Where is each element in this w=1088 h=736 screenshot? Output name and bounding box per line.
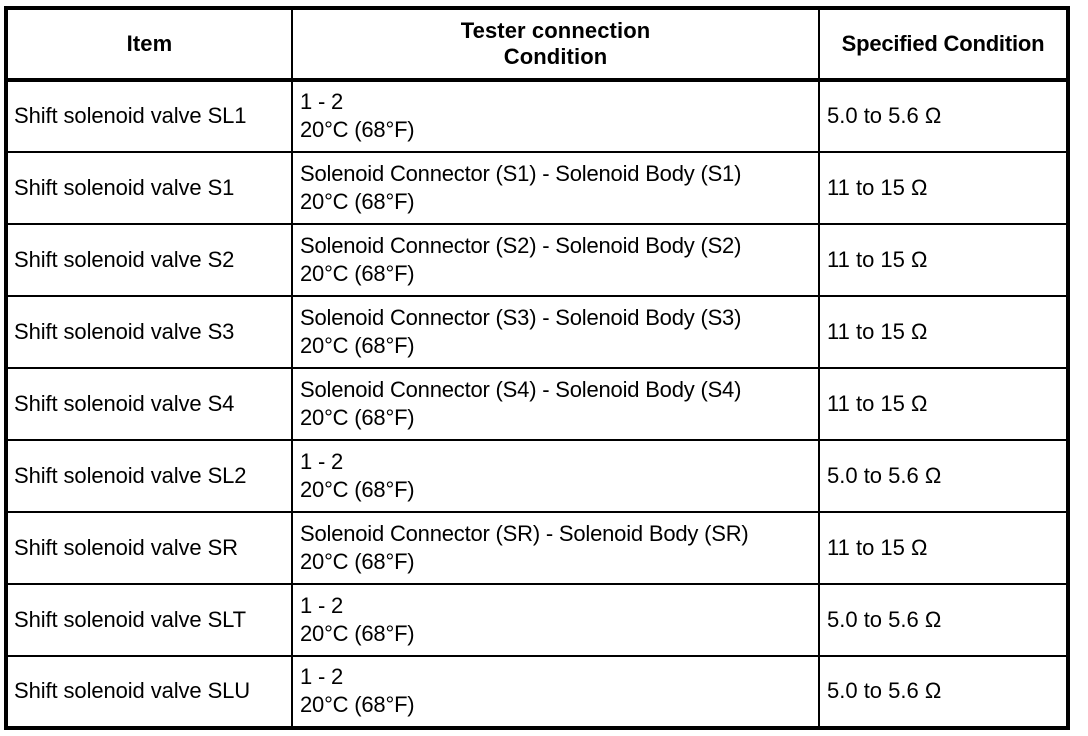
cell-item: Shift solenoid valve S1 bbox=[4, 151, 293, 225]
table-row: Shift solenoid valve SL1 1 - 2 20°C (68°… bbox=[4, 79, 1070, 153]
cell-specified-condition: 5.0 to 5.6 Ω bbox=[818, 583, 1070, 657]
specified-condition-text: 11 to 15 Ω bbox=[827, 318, 928, 344]
condition-text: 20°C (68°F) bbox=[300, 188, 415, 214]
cell-tester-connection: 1 - 2 20°C (68°F) bbox=[291, 655, 820, 730]
tester-connection-text: 1 - 2 bbox=[300, 448, 344, 474]
condition-text: 20°C (68°F) bbox=[300, 404, 415, 430]
cell-tester-connection: 1 - 2 20°C (68°F) bbox=[291, 583, 820, 657]
cell-item: Shift solenoid valve S3 bbox=[4, 295, 293, 369]
column-header-item-label: Item bbox=[126, 31, 173, 57]
column-header-tester-connection: Tester connection Condition bbox=[291, 6, 820, 82]
tester-connection-text: Solenoid Connector (S2) - Solenoid Body … bbox=[300, 232, 742, 258]
condition-text: 20°C (68°F) bbox=[300, 117, 415, 142]
cell-specified-condition: 5.0 to 5.6 Ω bbox=[818, 79, 1070, 153]
column-header-item: Item bbox=[4, 6, 293, 82]
column-header-specified-condition: Specified Condition bbox=[818, 6, 1070, 82]
cell-tester-connection: Solenoid Connector (S3) - Solenoid Body … bbox=[291, 295, 820, 369]
table-row: Shift solenoid valve SLT 1 - 2 20°C (68°… bbox=[4, 583, 1070, 657]
cell-specified-condition: 11 to 15 Ω bbox=[818, 151, 1070, 225]
specified-condition-text: 11 to 15 Ω bbox=[827, 174, 928, 200]
solenoid-specification-table: Item Tester connection Condition Specifi… bbox=[4, 6, 1070, 730]
cell-specified-condition: 11 to 15 Ω bbox=[818, 511, 1070, 585]
cell-item: Shift solenoid valve SL1 bbox=[4, 79, 293, 153]
cell-tester-connection: Solenoid Connector (S2) - Solenoid Body … bbox=[291, 223, 820, 297]
cell-specified-condition: 11 to 15 Ω bbox=[818, 223, 1070, 297]
tester-connection-text: 1 - 2 bbox=[300, 592, 344, 618]
specified-condition-text: 11 to 15 Ω bbox=[827, 534, 928, 560]
specified-condition-text: 11 to 15 Ω bbox=[827, 246, 928, 272]
tester-connection-text: Solenoid Connector (S3) - Solenoid Body … bbox=[300, 304, 742, 330]
condition-text: 20°C (68°F) bbox=[300, 548, 415, 574]
item-label: Shift solenoid valve SL2 bbox=[14, 462, 247, 488]
condition-text: 20°C (68°F) bbox=[300, 476, 415, 502]
cell-tester-connection: 1 - 2 20°C (68°F) bbox=[291, 439, 820, 513]
cell-item: Shift solenoid valve SLU bbox=[4, 655, 293, 730]
specified-condition-text: 5.0 to 5.6 Ω bbox=[827, 678, 942, 704]
table-row: Shift solenoid valve SLU 1 - 2 20°C (68°… bbox=[4, 655, 1070, 730]
cell-specified-condition: 11 to 15 Ω bbox=[818, 367, 1070, 441]
specified-condition-text: 5.0 to 5.6 Ω bbox=[827, 103, 942, 129]
cell-tester-connection: Solenoid Connector (SR) - Solenoid Body … bbox=[291, 511, 820, 585]
cell-tester-connection: Solenoid Connector (S1) - Solenoid Body … bbox=[291, 151, 820, 225]
item-label: Shift solenoid valve S2 bbox=[14, 246, 235, 272]
condition-text: 20°C (68°F) bbox=[300, 692, 415, 717]
item-label: Shift solenoid valve SL1 bbox=[14, 103, 247, 129]
table-header-row: Item Tester connection Condition Specifi… bbox=[4, 6, 1070, 82]
specified-condition-text: 5.0 to 5.6 Ω bbox=[827, 462, 942, 488]
cell-tester-connection: Solenoid Connector (S4) - Solenoid Body … bbox=[291, 367, 820, 441]
cell-specified-condition: 11 to 15 Ω bbox=[818, 295, 1070, 369]
table-row: Shift solenoid valve S1 Solenoid Connect… bbox=[4, 151, 1070, 225]
tester-connection-text: 1 - 2 bbox=[300, 664, 344, 690]
table-row: Shift solenoid valve S4 Solenoid Connect… bbox=[4, 367, 1070, 441]
cell-item: Shift solenoid valve S4 bbox=[4, 367, 293, 441]
column-header-specified-condition-label: Specified Condition bbox=[841, 31, 1045, 57]
cell-item: Shift solenoid valve S2 bbox=[4, 223, 293, 297]
tester-connection-text: Solenoid Connector (S1) - Solenoid Body … bbox=[300, 160, 742, 186]
cell-item: Shift solenoid valve SLT bbox=[4, 583, 293, 657]
cell-item: Shift solenoid valve SR bbox=[4, 511, 293, 585]
item-label: Shift solenoid valve S1 bbox=[14, 174, 235, 200]
tester-connection-text: Solenoid Connector (S4) - Solenoid Body … bbox=[300, 376, 742, 402]
tester-connection-text: 1 - 2 bbox=[300, 89, 344, 115]
item-label: Shift solenoid valve SLT bbox=[14, 606, 246, 632]
tester-connection-text: Solenoid Connector (SR) - Solenoid Body … bbox=[300, 520, 749, 546]
condition-text: 20°C (68°F) bbox=[300, 260, 415, 286]
table-row: Shift solenoid valve S3 Solenoid Connect… bbox=[4, 295, 1070, 369]
cell-specified-condition: 5.0 to 5.6 Ω bbox=[818, 439, 1070, 513]
item-label: Shift solenoid valve S4 bbox=[14, 390, 235, 416]
specified-condition-text: 11 to 15 Ω bbox=[827, 390, 928, 416]
table-row: Shift solenoid valve SL2 1 - 2 20°C (68°… bbox=[4, 439, 1070, 513]
condition-text: 20°C (68°F) bbox=[300, 332, 415, 358]
cell-item: Shift solenoid valve SL2 bbox=[4, 439, 293, 513]
cell-specified-condition: 5.0 to 5.6 Ω bbox=[818, 655, 1070, 730]
item-label: Shift solenoid valve S3 bbox=[14, 318, 235, 344]
cell-tester-connection: 1 - 2 20°C (68°F) bbox=[291, 79, 820, 153]
item-label: Shift solenoid valve SR bbox=[14, 534, 238, 560]
column-header-tester-connection-label: Tester connection bbox=[460, 18, 651, 44]
specified-condition-text: 5.0 to 5.6 Ω bbox=[827, 606, 942, 632]
column-header-condition-label: Condition bbox=[503, 44, 608, 69]
item-label: Shift solenoid valve SLU bbox=[14, 678, 251, 704]
table-header: Item Tester connection Condition Specifi… bbox=[4, 6, 1070, 82]
table-body: Shift solenoid valve SL1 1 - 2 20°C (68°… bbox=[4, 79, 1070, 730]
condition-text: 20°C (68°F) bbox=[300, 620, 415, 646]
table-row: Shift solenoid valve S2 Solenoid Connect… bbox=[4, 223, 1070, 297]
table-row: Shift solenoid valve SR Solenoid Connect… bbox=[4, 511, 1070, 585]
